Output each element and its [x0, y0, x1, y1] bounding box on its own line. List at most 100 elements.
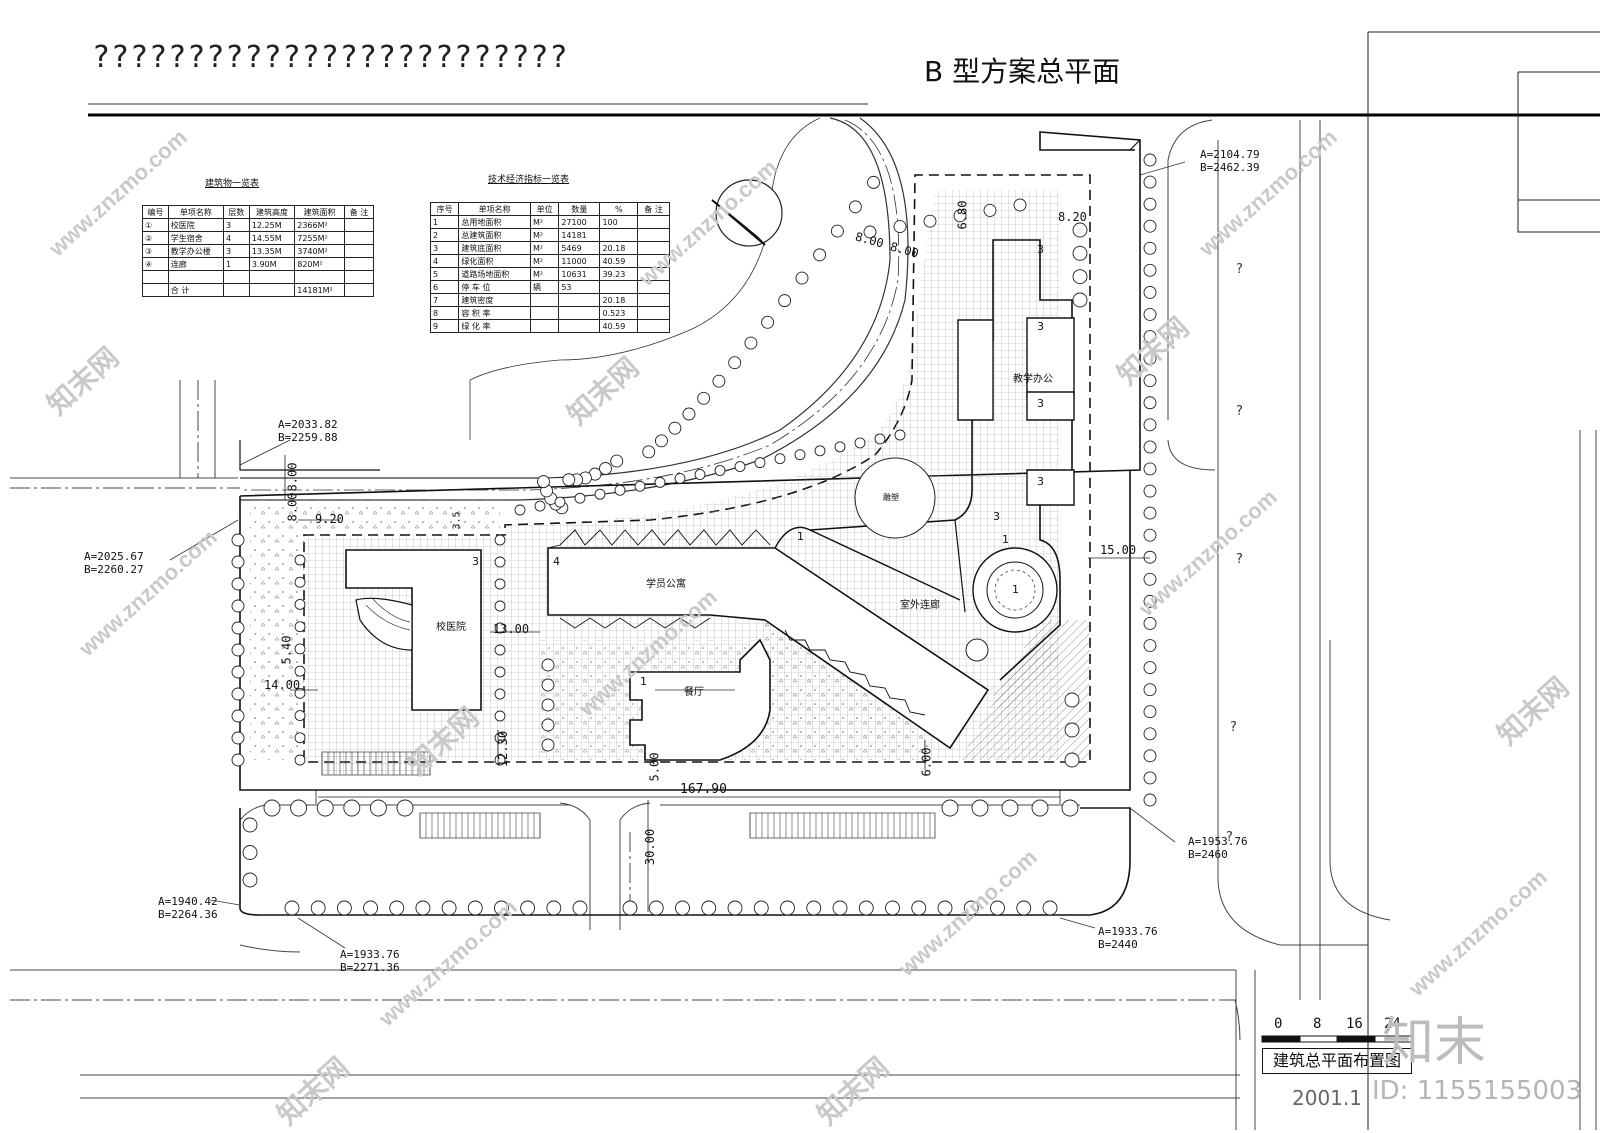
tree-symbol: [1072, 222, 1088, 238]
table-cell: [167, 270, 225, 284]
table-cell: 11000: [558, 254, 601, 268]
dim-30-00: 30.00: [643, 828, 658, 866]
floors-rotunda: 1: [1012, 583, 1019, 596]
table-cell: [599, 228, 639, 242]
tree-symbol: [1042, 900, 1058, 916]
table-header-row: 序号单项名称单位数量%备 注: [429, 202, 670, 216]
tree-symbol: [369, 799, 387, 817]
table-cell: [142, 270, 169, 284]
tree-symbol: [494, 622, 506, 634]
table-header-cell: 备 注: [344, 205, 374, 219]
tree-symbol: [674, 472, 686, 484]
tree-symbol: [854, 437, 866, 449]
tree-symbol: [294, 643, 306, 655]
tree-symbol: [874, 433, 886, 445]
tree-symbol: [654, 476, 666, 488]
floors-corridor-a: 1: [797, 530, 804, 543]
tree-symbol: [614, 484, 626, 496]
table-header-cell: 单位: [529, 202, 560, 216]
tree-symbol: [310, 900, 326, 916]
tree-symbol: [1143, 550, 1157, 564]
tree-symbol: [682, 407, 696, 421]
tree-symbol: [1143, 374, 1157, 388]
dim-15-00: 15.00: [1100, 543, 1137, 557]
table-cell: 40.59: [599, 319, 639, 333]
dim-6-80: 6.80: [955, 200, 970, 230]
tree-symbol: [1143, 705, 1157, 719]
dim-3-5: 3.5: [451, 511, 463, 530]
table-header-cell: 备 注: [637, 202, 670, 216]
table-row: [142, 270, 374, 284]
tree-symbol: [541, 738, 555, 752]
table-cell: [558, 293, 601, 307]
table-cell: 5469: [558, 241, 601, 255]
tree-symbol: [343, 799, 361, 817]
tree-symbol: [1064, 722, 1080, 738]
table-cell: M²: [529, 267, 560, 281]
tree-symbol: [562, 473, 576, 487]
tree-symbol: [1064, 692, 1080, 708]
tree-symbol: [795, 271, 809, 285]
table-cell: [558, 319, 601, 333]
tree-symbol: [574, 492, 586, 504]
tree-symbol: [1143, 330, 1157, 344]
tree-symbol: [893, 220, 907, 234]
table-cell: [344, 283, 374, 297]
tree-symbol: [514, 504, 526, 516]
tree-symbol: [937, 900, 953, 916]
tree-symbol: [1143, 440, 1157, 454]
tree-symbol: [1143, 484, 1157, 498]
tree-symbol: [520, 900, 536, 916]
table-header-cell: 编号: [142, 205, 169, 219]
dim-14-00: 14.00: [264, 678, 301, 692]
table-cell: 9: [429, 319, 460, 333]
watermark-id: ID: 1155155003: [1372, 1076, 1583, 1106]
tree-symbol: [1143, 308, 1157, 321]
tree-symbol: [231, 555, 245, 569]
tree-symbol: [494, 534, 506, 546]
table-cell: M²: [529, 241, 560, 255]
drawing-date: 2001.1: [1292, 1086, 1362, 1110]
table-cell: 100: [599, 215, 639, 229]
tree-symbol: [1143, 352, 1157, 366]
table-cell: 总建筑面积: [458, 228, 531, 242]
tree-symbol: [813, 248, 827, 262]
table-cell: [248, 283, 296, 297]
tree-symbol: [610, 454, 624, 468]
tree-symbol: [1072, 245, 1088, 261]
tree-symbol: [231, 621, 245, 635]
tree-symbol: [1143, 506, 1157, 520]
table-cell: [344, 231, 374, 245]
table-cell: [344, 257, 374, 271]
tree-symbol: [734, 461, 746, 473]
table-cell: [344, 244, 374, 258]
table-cell: [142, 283, 169, 297]
garbled-header-text: ?????????????????????????: [92, 40, 569, 75]
table-cell: 4: [429, 254, 460, 268]
tree-symbol: [494, 556, 506, 568]
table-cell: M²: [529, 254, 560, 268]
plan-title: B 型方案总平面: [924, 55, 1121, 88]
tree-symbol: [231, 731, 245, 745]
tree-symbol: [971, 799, 989, 817]
unknown-mark: ?: [1236, 552, 1243, 567]
tree-symbol: [1013, 198, 1027, 212]
floors-hospital: 3: [472, 555, 479, 568]
table-cell: 合 计: [167, 283, 225, 297]
table-cell: 学生宿舍: [167, 231, 225, 245]
table-cell: 7255M²: [294, 231, 346, 245]
tree-symbol: [294, 732, 306, 744]
tree-symbol: [622, 900, 638, 916]
tree-symbol: [941, 799, 959, 817]
tree-symbol: [923, 214, 937, 228]
table-cell: [529, 319, 560, 333]
table-cell: 道路场地面积: [458, 267, 531, 281]
table-cell: 12.25M: [248, 218, 296, 232]
